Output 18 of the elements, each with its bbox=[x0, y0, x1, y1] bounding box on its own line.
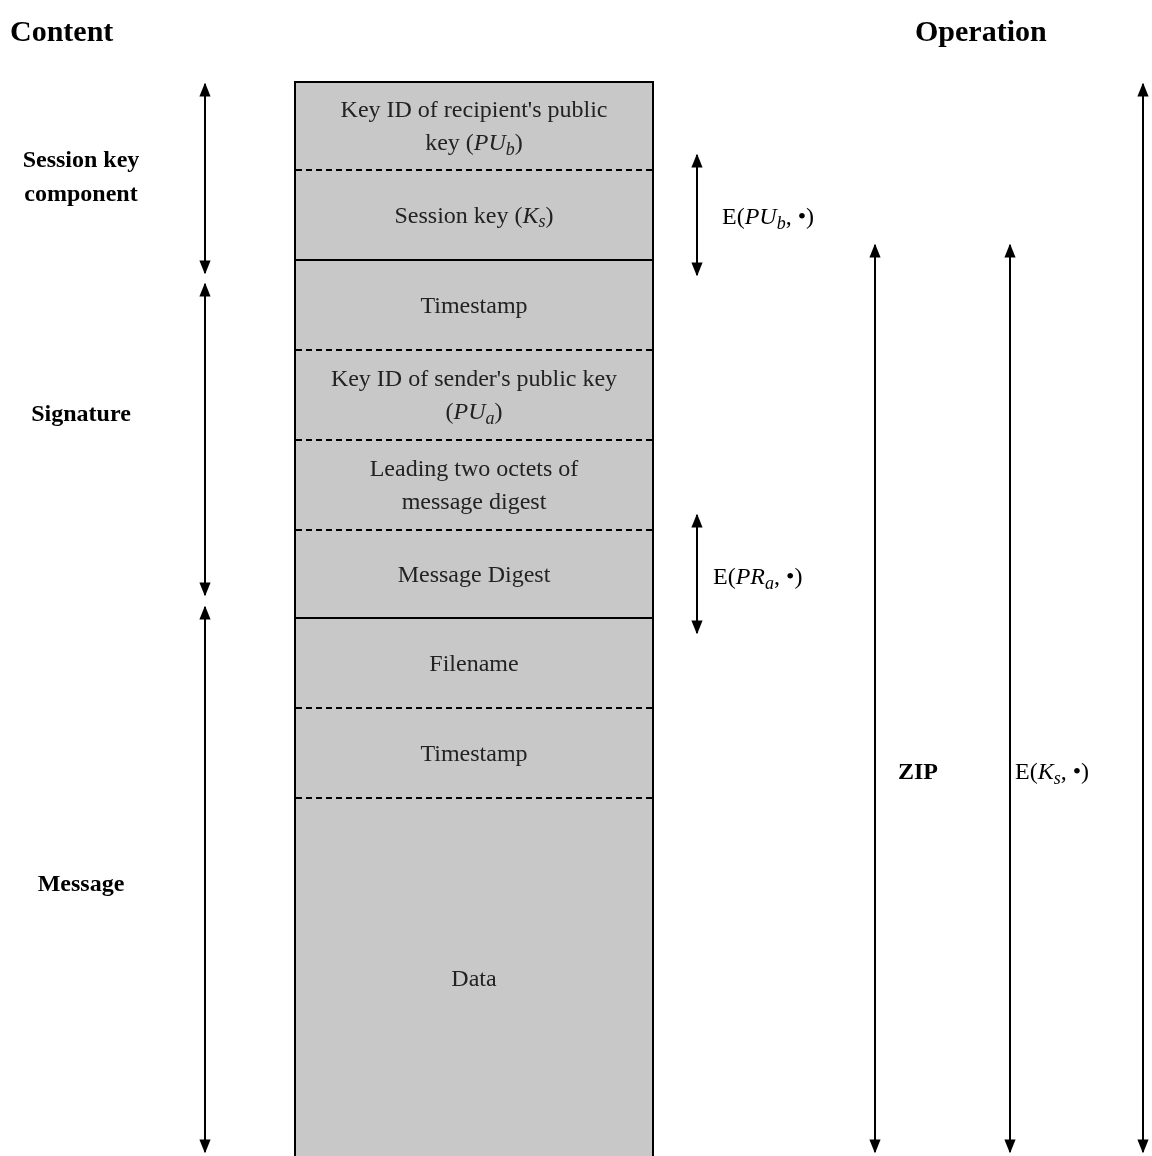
column-heading: Operation bbox=[915, 13, 1048, 49]
field-label: Leading two octets of message digest bbox=[368, 454, 580, 516]
field-label: Data bbox=[451, 963, 497, 993]
operation-label: E(PR$_{a}$, •) bbox=[713, 562, 804, 594]
operation-label: ZIP bbox=[898, 757, 939, 786]
operation-label: E(PU$_{b}$, •) bbox=[722, 202, 816, 234]
section-label: Signature bbox=[30, 399, 132, 428]
section-label: Message bbox=[36, 869, 126, 898]
field-label: Filename bbox=[429, 648, 519, 678]
column-heading: Content bbox=[10, 13, 115, 49]
section-label: Session key component bbox=[21, 145, 141, 208]
field-label: Key ID of recipient's public key (PU$_{b}$) bbox=[339, 95, 609, 159]
field-label: Message Digest bbox=[397, 559, 551, 589]
field-label: Session key (K$_{s}$) bbox=[394, 200, 554, 232]
field-label: Timestamp bbox=[420, 738, 528, 768]
operation-label: E(K$_{s}$, •) bbox=[1015, 757, 1091, 789]
field-label: Key ID of sender's public key (PU$_{a}$) bbox=[329, 364, 619, 428]
field-label: Timestamp bbox=[420, 290, 528, 320]
